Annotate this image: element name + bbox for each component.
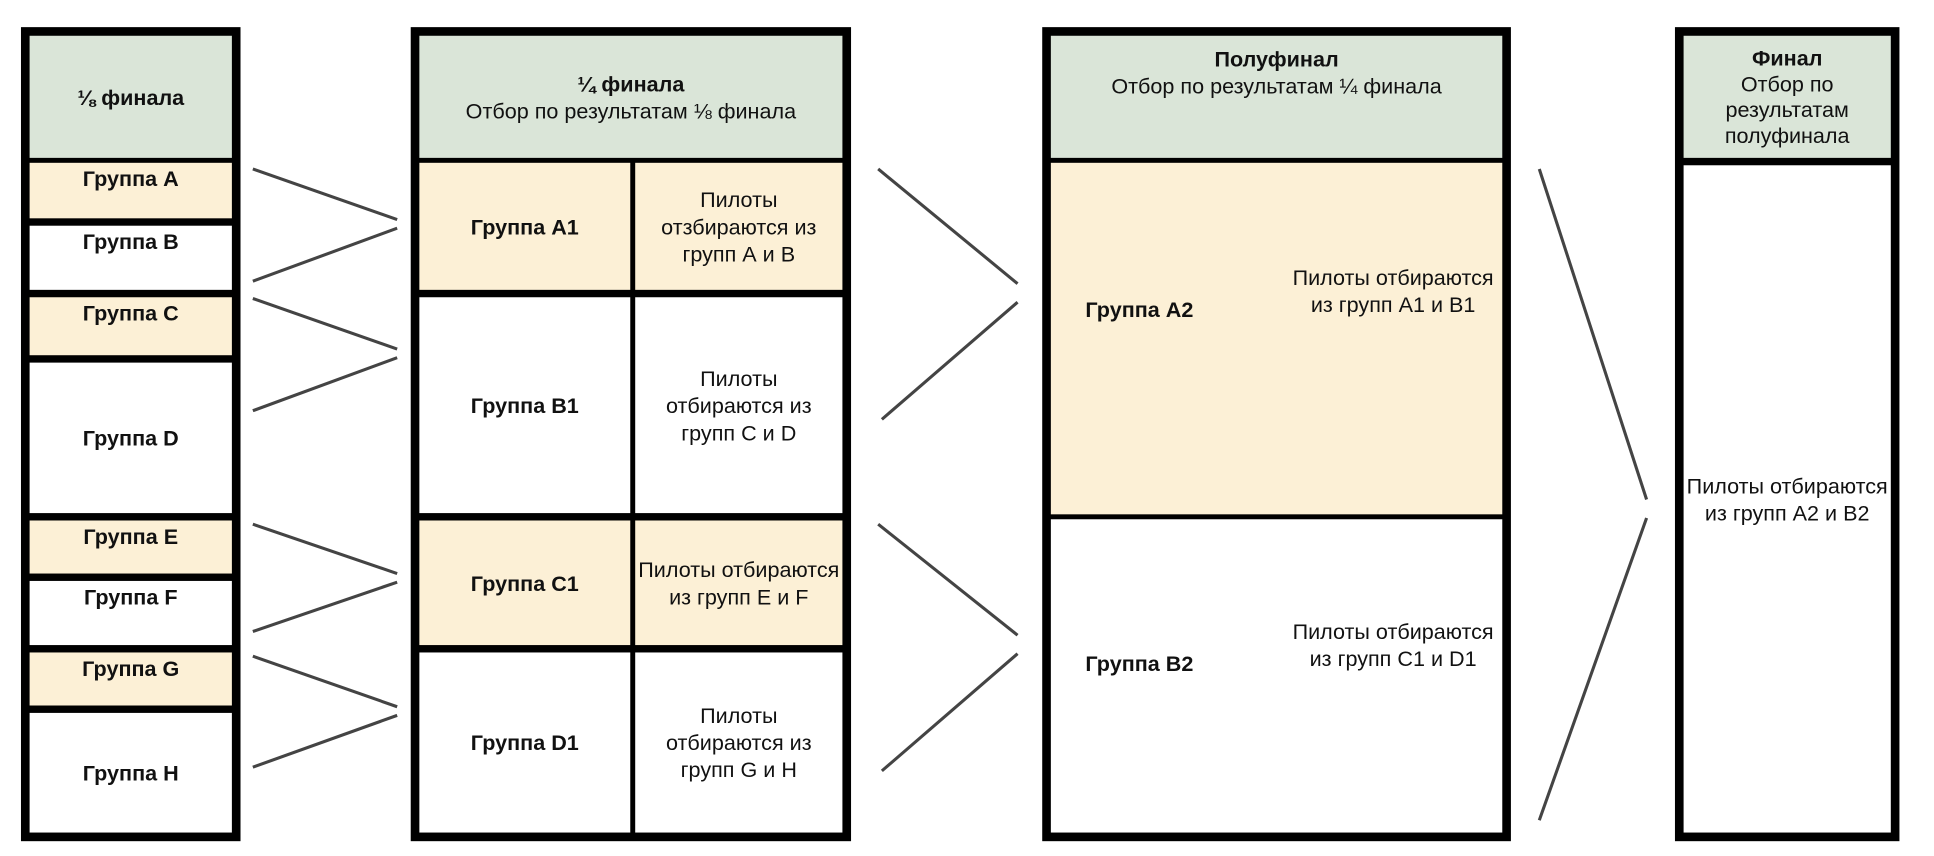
final-body: Пилоты отбираются из групп А2 и В2: [1683, 165, 1891, 833]
group-a2: Группа А2 Пилоты отбираются из групп А1 …: [1050, 162, 1503, 515]
header-title: Финал: [1751, 45, 1823, 70]
group-g: Группа G: [29, 652, 232, 706]
group-label: Группа D: [82, 425, 179, 451]
semi-final-column: Полуфинал Отбор по результатам ¼ финала …: [1042, 27, 1511, 842]
connector-b2-to-final: [1537, 517, 1649, 821]
connector-d1-to-b2: [880, 652, 1019, 773]
group-label: Группа В2: [1085, 651, 1194, 676]
header-subtitle: Отбор по результатам полуфинала: [1724, 70, 1850, 148]
connector-f-to-c1: [252, 580, 398, 633]
group-a1-description: Пилоты отзбираются из групп А и В: [635, 162, 843, 290]
connector-c1-to-b2: [877, 522, 1019, 637]
connector-h-to-d1: [252, 713, 398, 769]
group-label: Группа А: [82, 166, 179, 192]
connector-a1-to-a2: [877, 167, 1019, 285]
group-b2: Группа В2 Пилоты отбираются из групп С1 …: [1050, 519, 1503, 833]
connector-b-to-a1: [252, 226, 398, 283]
group-label: Группа G: [82, 656, 180, 681]
final-header: Финал Отбор по результатам полуфинала: [1683, 35, 1891, 158]
group-c1-description: Пилоты отбираются из групп Е и F: [635, 520, 843, 646]
group-label: Группа С: [82, 300, 179, 326]
group-d: Группа D: [29, 362, 232, 514]
group-label: Группа С1: [470, 570, 579, 596]
connector-a2-to-final: [1537, 168, 1649, 501]
group-label: Группа В1: [470, 392, 579, 418]
group-c1: Группа С1: [419, 520, 631, 646]
connector-c-to-b1: [252, 297, 398, 351]
group-f: Группа F: [29, 580, 232, 646]
group-label: Группа А2: [1085, 297, 1194, 322]
group-desc: Пилоты отбираются из групп С1 и D1: [1292, 619, 1494, 671]
group-b1: Группа В1: [419, 297, 631, 514]
group-h: Группа Н: [29, 712, 232, 833]
final-desc: Пилоты отбираются из групп А2 и В2: [1686, 473, 1888, 525]
connector-g-to-d1: [252, 654, 398, 709]
group-b1-description: Пилоты отбираются из групп С и D: [635, 297, 843, 514]
quarter-final-column: ¼ финала Отбор по результатам ⅛ финала Г…: [410, 27, 852, 842]
eighth-final-header: ⅛ финала: [29, 35, 232, 158]
group-desc: Пилоты отбираются из групп G и H: [665, 703, 812, 782]
group-label: Группа Е: [83, 524, 179, 549]
final-column: Финал Отбор по результатам полуфинала Пи…: [1674, 27, 1900, 842]
group-desc: Пилоты отбираются из групп А1 и В1: [1292, 265, 1494, 317]
semi-final-header: Полуфинал Отбор по результатам ¼ финала: [1050, 35, 1503, 158]
group-label: Группа D1: [470, 730, 579, 755]
group-c: Группа С: [29, 297, 232, 356]
group-e: Группа Е: [29, 520, 232, 574]
connector-d-to-b1: [252, 356, 398, 413]
group-a: Группа А: [29, 162, 232, 219]
connector-b1-to-a2: [880, 301, 1019, 421]
connector-a-to-a1: [252, 167, 398, 222]
header-title: ⅛ финала: [77, 84, 185, 110]
group-label: Группа Н: [82, 760, 179, 786]
group-b: Группа В: [29, 225, 232, 290]
quarter-final-header: ¼ финала Отбор по результатам ⅛ финала: [419, 35, 843, 158]
header-title: ¼ финала: [577, 70, 685, 96]
group-label: Группа F: [83, 584, 178, 610]
header-subtitle: Отбор по результатам ⅛ финала: [465, 98, 797, 123]
group-desc: Пилоты отбираются из групп С и D: [665, 365, 812, 445]
group-label: Группа А1: [470, 213, 579, 239]
connector-e-to-c1: [252, 522, 398, 575]
group-desc: Пилоты отбираются из групп Е и F: [638, 556, 840, 609]
group-d1-description: Пилоты отбираются из групп G и H: [635, 652, 843, 833]
header-title: Полуфинал: [1214, 46, 1339, 72]
group-label: Группа В: [82, 229, 179, 255]
eighth-final-column: ⅛ финала Группа А Группа В Группа С Груп…: [20, 27, 241, 842]
group-desc: Пилоты отзбираются из групп А и В: [661, 186, 817, 266]
group-a1: Группа А1: [419, 162, 631, 290]
group-d1: Группа D1: [419, 652, 631, 833]
header-subtitle: Отбор по результатам ¼ финала: [1111, 74, 1442, 99]
